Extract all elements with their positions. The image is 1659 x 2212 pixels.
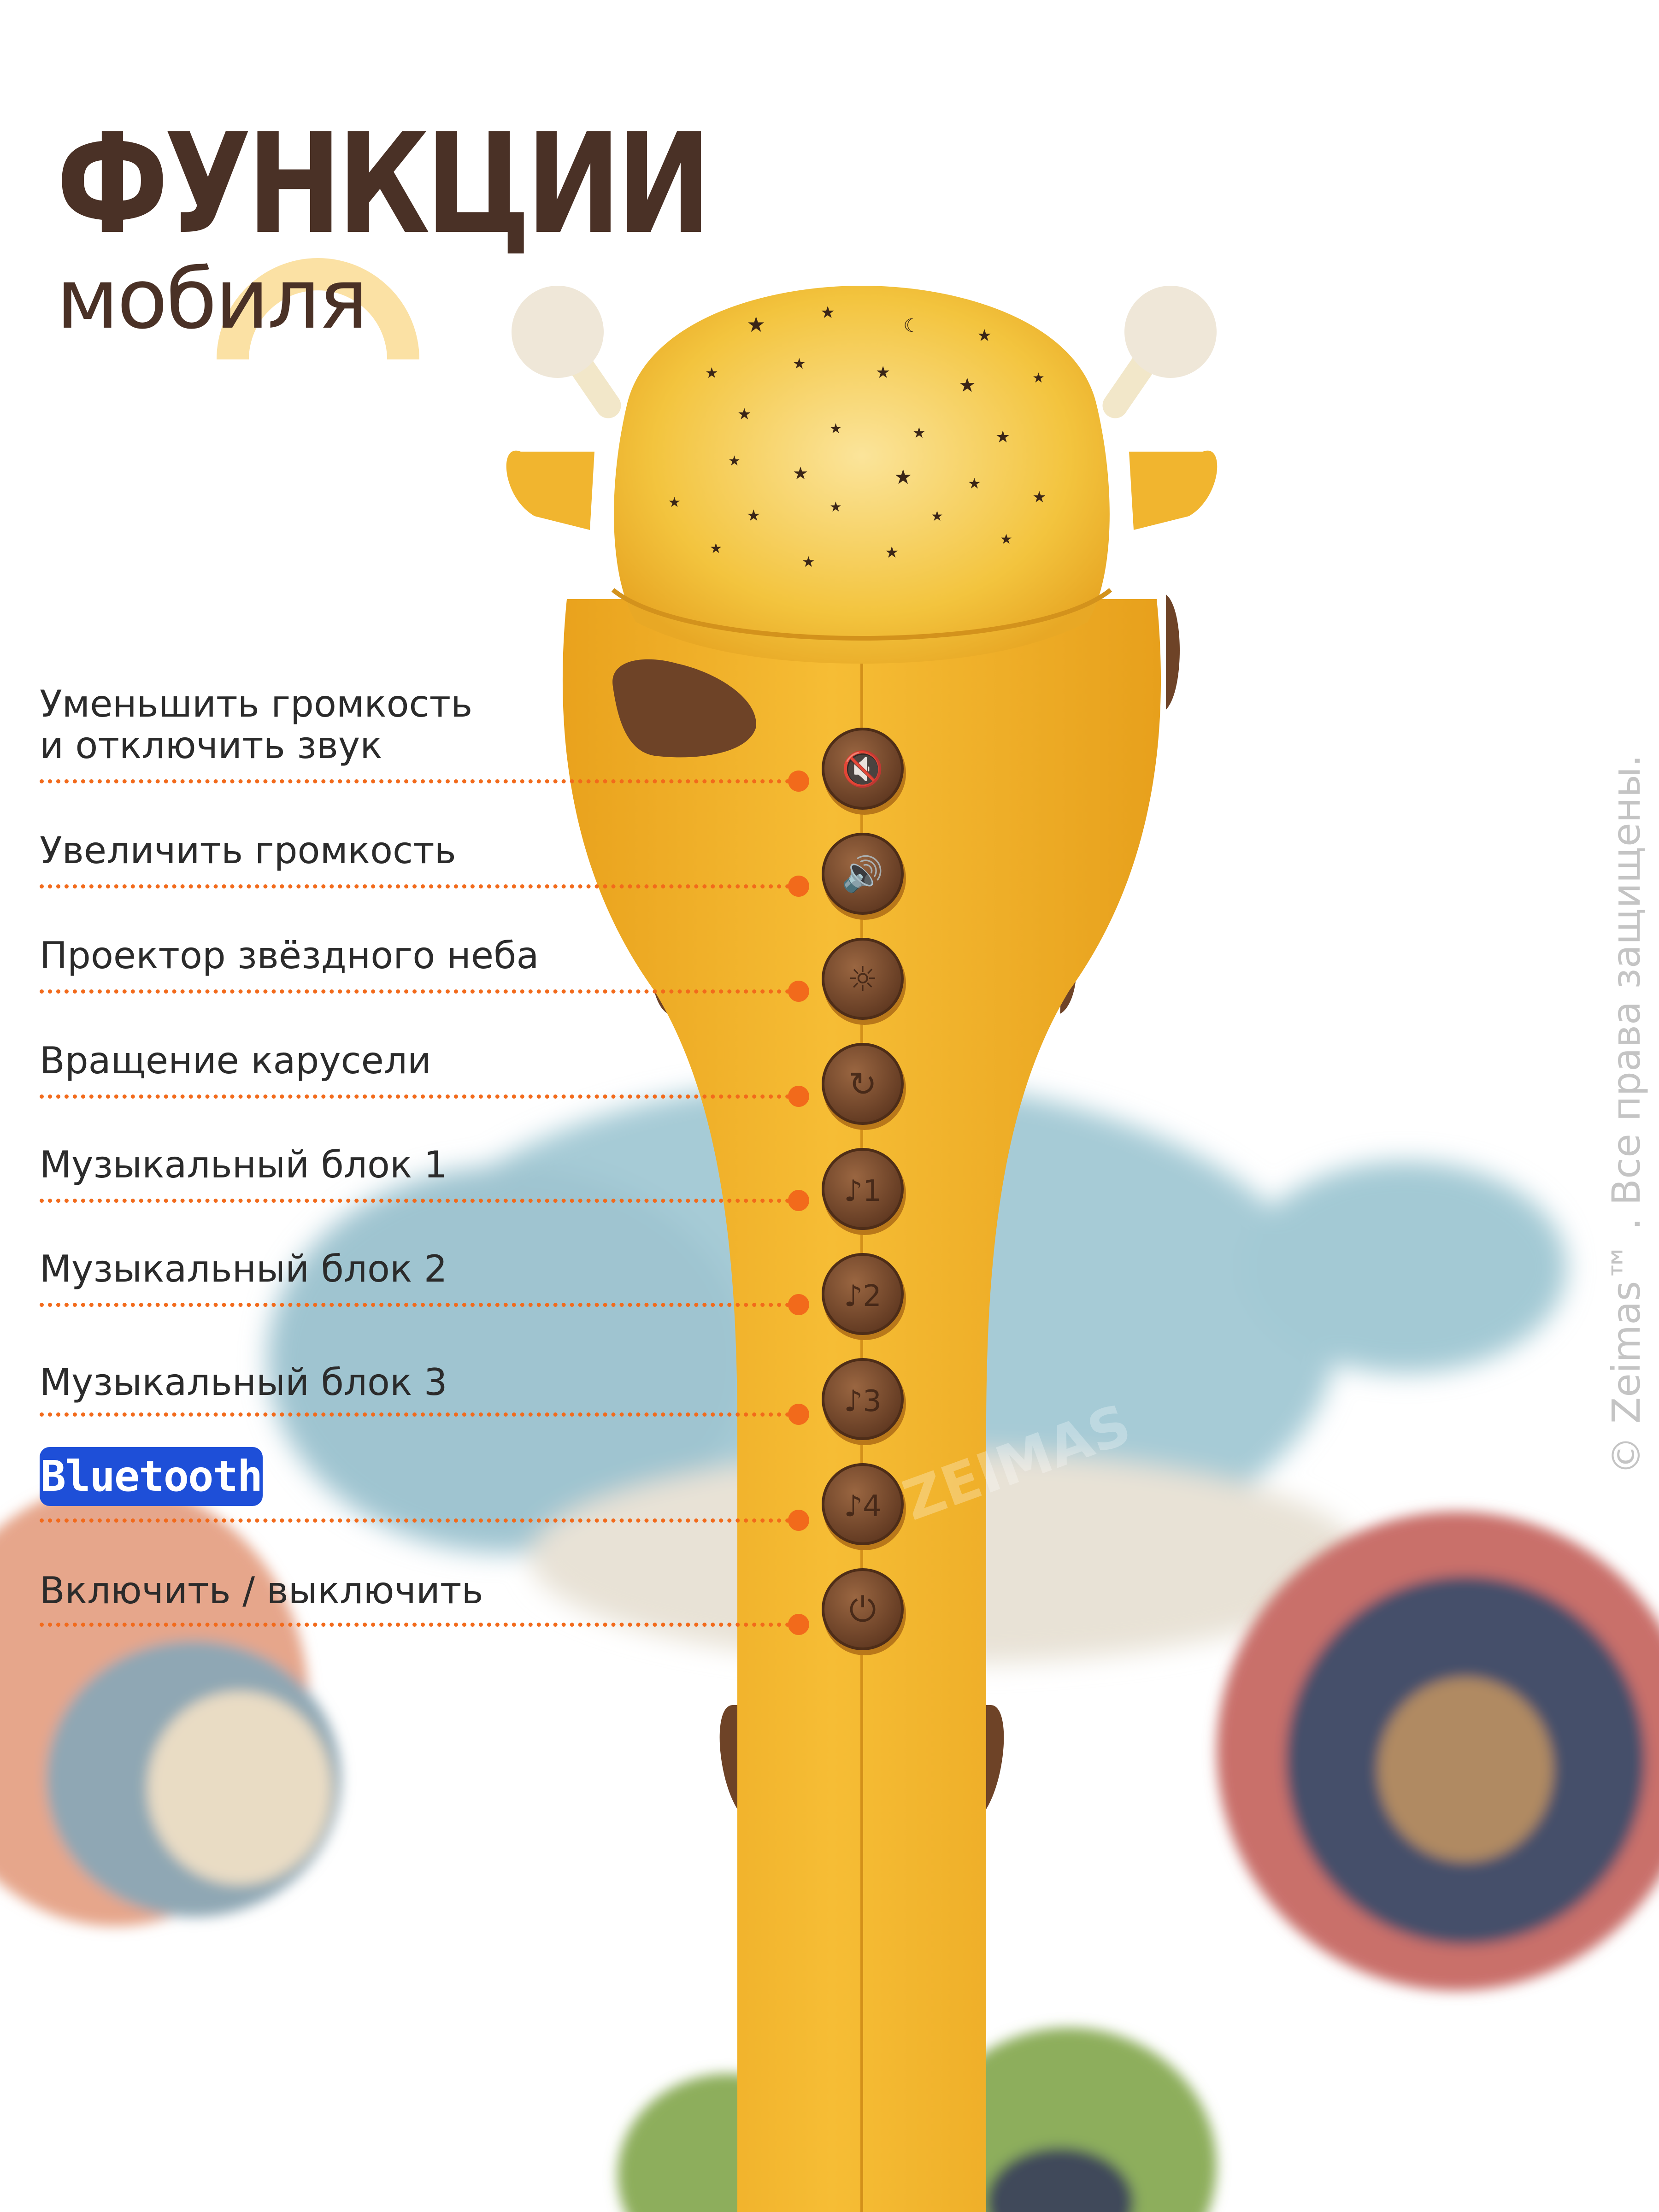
svg-text:★: ★: [1032, 488, 1046, 506]
button-cap: [822, 1358, 904, 1440]
rotate-icon: ↻: [848, 1065, 877, 1104]
svg-text:★: ★: [912, 424, 926, 441]
control-button[interactable]: ⏻: [822, 1568, 906, 1655]
svg-text:★: ★: [977, 326, 992, 345]
svg-text:★: ★: [830, 421, 842, 437]
svg-text:★: ★: [705, 364, 718, 382]
svg-text:★: ★: [728, 453, 741, 469]
leader-dot-power: [788, 1614, 809, 1635]
label-volume-down-line2: и отключить звук: [40, 724, 382, 767]
svg-text:★: ★: [830, 499, 842, 515]
leader-dot-bluetooth: [788, 1510, 809, 1531]
svg-text:★: ★: [1032, 370, 1045, 386]
label-music-block-2: Музыкальный блок 2: [40, 1247, 447, 1290]
copyright-notice: © Zeimas™ . Все права защищены.: [1604, 754, 1649, 1475]
right-toy-blur: [1217, 1512, 1659, 1991]
control-button[interactable]: 🔊: [822, 833, 906, 920]
leader-line-volume-up: [40, 884, 798, 888]
label-volume-up: Увеличить громкость: [40, 829, 456, 872]
svg-text:★: ★: [668, 494, 681, 511]
control-button[interactable]: ↻: [822, 1043, 906, 1130]
light-bulb-icon: ☼: [847, 959, 878, 999]
svg-text:★: ★: [747, 506, 760, 525]
page-title: ФУНКЦИИ: [56, 104, 712, 265]
svg-text:★: ★: [820, 303, 835, 322]
leader-dot-star-projector: [788, 981, 809, 1002]
label-volume-down-line1: Уменьшить громкость: [40, 682, 473, 725]
giraffe-eye: [612, 659, 756, 758]
left-toy-blur: [0, 1484, 341, 1926]
control-buttons: 🔇 🔊 ☼ ↻ ♪1 ♪2 ♪3 ♪4 ⏻: [822, 728, 906, 1655]
leader-dot-music-block-1: [788, 1190, 809, 1211]
bluetooth-badge: Bluetooth: [40, 1447, 263, 1506]
svg-text:★: ★: [995, 428, 1010, 447]
button-cap: [822, 833, 904, 915]
control-button[interactable]: 🔇: [822, 728, 906, 815]
label-power: Включить / выключить: [40, 1569, 483, 1612]
bottom-toy-blur: [618, 2028, 1217, 2212]
leader-line-star-projector: [40, 989, 798, 994]
svg-text:★: ★: [802, 553, 815, 571]
star-holes: ★ ★ ☾ ★ ★ ★ ★ ★ ★ ★ ★ ★ ★ ★ ★ ★ ★ ★ ★ ★ …: [668, 303, 1046, 571]
svg-text:★: ★: [793, 463, 808, 483]
button-cap: [822, 1253, 904, 1335]
svg-text:★: ★: [876, 363, 890, 382]
leader-line-bluetooth: [40, 1518, 798, 1523]
leader-line-volume-down: [40, 779, 798, 783]
leader-line-music-block-1: [40, 1199, 798, 1203]
svg-text:★: ★: [968, 475, 981, 492]
control-button[interactable]: ♪4: [822, 1463, 906, 1550]
music-note-3-icon: ♪3: [844, 1384, 882, 1418]
leader-line-power: [40, 1623, 798, 1627]
label-music-block-1: Музыкальный блок 1: [40, 1143, 447, 1186]
mute-volume-icon: 🔇: [841, 749, 884, 789]
control-button[interactable]: ♪1: [822, 1148, 906, 1235]
label-star-projector: Проектор звёздного неба: [40, 934, 539, 977]
svg-text:★: ★: [1000, 531, 1012, 547]
svg-text:★: ★: [737, 405, 751, 424]
volume-up-icon: 🔊: [841, 853, 884, 894]
button-cap: [822, 1463, 904, 1545]
svg-text:★: ★: [931, 508, 943, 524]
label-carousel-rotation: Вращение карусели: [40, 1039, 431, 1082]
svg-text:☾: ☾: [903, 315, 920, 336]
button-cap: [822, 1568, 904, 1650]
svg-text:★: ★: [959, 374, 976, 396]
button-cap: [822, 1043, 904, 1125]
button-cap: [822, 728, 904, 810]
giraffe-head: [614, 286, 1110, 664]
label-music-block-3: Музыкальный блок 3: [40, 1361, 447, 1404]
control-button[interactable]: ♪2: [822, 1253, 906, 1340]
button-cap: [822, 1148, 904, 1230]
leader-line-carousel-rotation: [40, 1094, 798, 1099]
svg-text:★: ★: [747, 312, 765, 337]
leader-dot-volume-up: [788, 876, 809, 897]
control-button[interactable]: ♪3: [822, 1358, 906, 1445]
svg-text:★: ★: [894, 465, 912, 489]
control-button[interactable]: ☼: [822, 938, 906, 1025]
title-decor-arc: [217, 258, 419, 359]
svg-text:★: ★: [793, 355, 806, 372]
music-note-1-icon: ♪1: [844, 1174, 882, 1208]
leader-line-music-block-3: [40, 1412, 798, 1417]
leader-dot-music-block-2: [788, 1294, 809, 1315]
leader-dot-volume-down: [788, 771, 809, 792]
leader-dot-carousel-rotation: [788, 1086, 809, 1107]
leader-dot-music-block-3: [788, 1404, 809, 1425]
svg-text:★: ★: [710, 541, 722, 557]
music-note-2-icon: ♪2: [844, 1279, 882, 1313]
leader-line-music-block-2: [40, 1303, 798, 1307]
svg-text:★: ★: [885, 543, 899, 562]
button-cap: [822, 938, 904, 1020]
music-note-4-icon: ♪4: [844, 1489, 882, 1524]
power-icon: ⏻: [849, 1590, 877, 1630]
page-subtitle: мобиля: [56, 251, 368, 347]
